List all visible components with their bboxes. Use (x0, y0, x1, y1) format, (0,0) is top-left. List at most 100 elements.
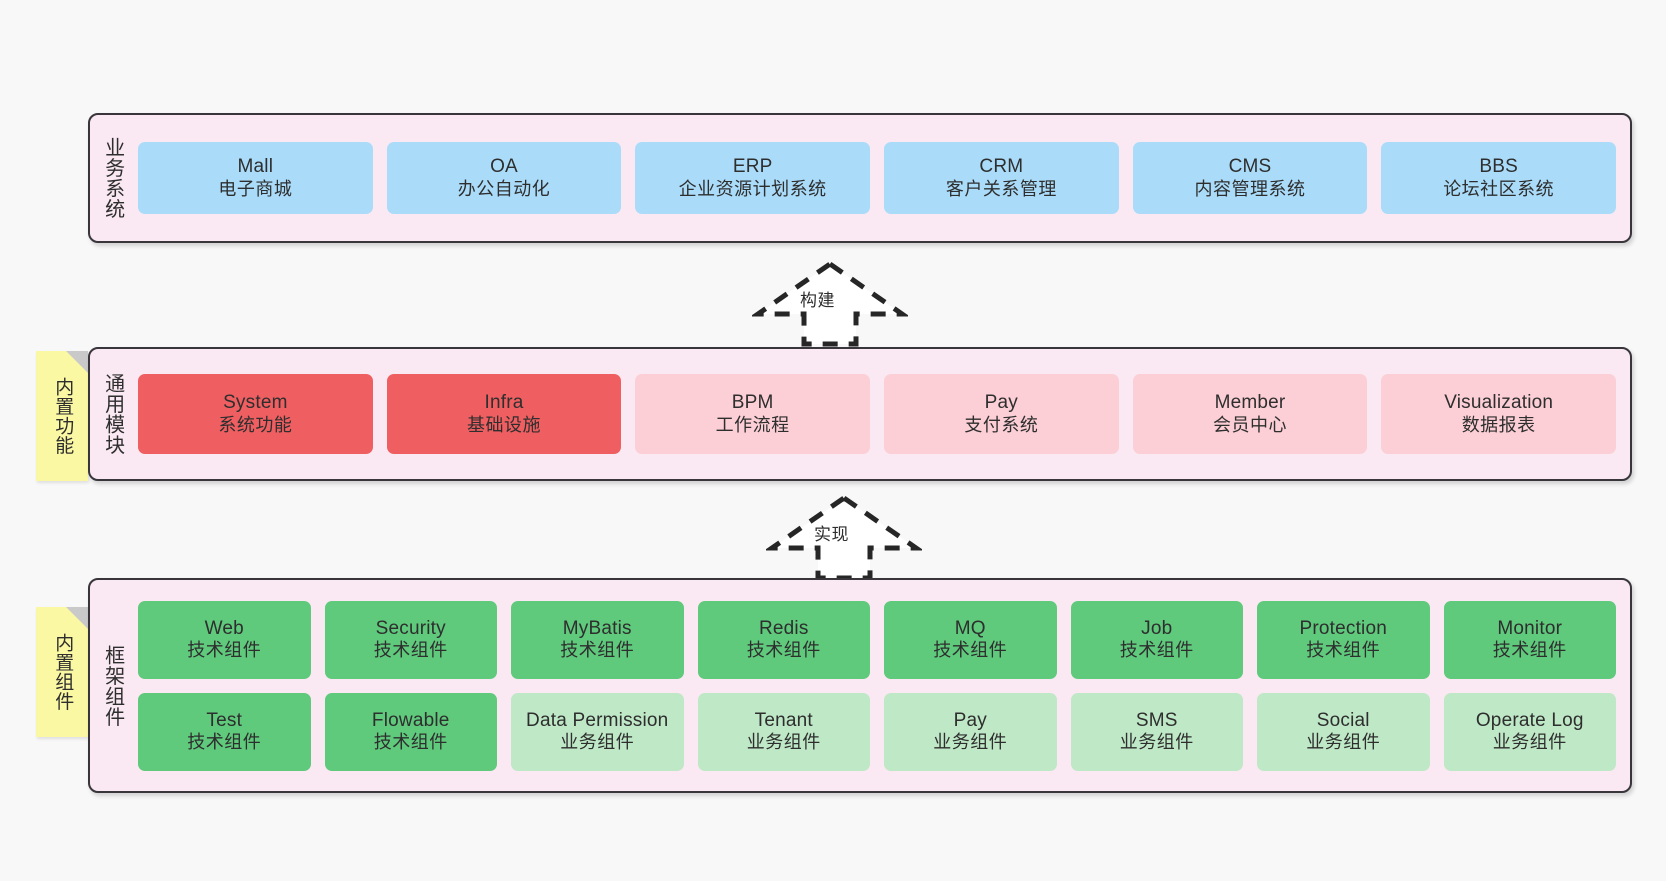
card-title-en: Security (375, 617, 446, 639)
card-title-en: System (223, 392, 288, 414)
card-title-cn: 业务组件 (1306, 732, 1381, 753)
card-title-cn: 数据报表 (1461, 414, 1536, 435)
card-title-en: Monitor (1497, 617, 1563, 639)
card-title-cn: 支付系统 (964, 414, 1039, 435)
card-title-en: SMS (1135, 709, 1178, 731)
card-title-cn: 技术组件 (560, 640, 635, 661)
card-title-en: Tenant (754, 709, 813, 731)
card-title-en: Web (204, 617, 244, 639)
card-title-cn: 企业资源计划系统 (678, 178, 827, 199)
build-arrow-label: 构建 (800, 291, 835, 310)
card-title-cn: 技术组件 (373, 732, 448, 753)
card-title-cn: 电子商城 (218, 178, 293, 199)
card-title-en: Test (206, 709, 243, 731)
card-title-en: MQ (954, 617, 986, 639)
card-title-cn: 会员中心 (1213, 414, 1288, 435)
builtin-function-sticky-note: 内置功能 (36, 351, 88, 481)
card-title-en: Member (1214, 392, 1286, 414)
card-title-cn: 工作流程 (715, 414, 790, 435)
sticky-fold-corner-icon (66, 607, 88, 629)
business-system-title: 业务系统 (101, 137, 124, 219)
card-title-en: Infra (484, 392, 524, 414)
card-title-en: Visualization (1444, 392, 1554, 414)
card-title-cn: 技术组件 (746, 640, 821, 661)
builtin-component-sticky-note: 内置组件 (36, 607, 88, 737)
implement-arrow-label: 实现 (814, 525, 849, 544)
card-title-en: Mall (237, 156, 274, 178)
common-module-title: 通用模块 (101, 373, 124, 455)
card-title-cn: 技术组件 (933, 640, 1008, 661)
card-title-cn: 技术组件 (1492, 640, 1567, 661)
card-title-cn: 业务组件 (933, 732, 1008, 753)
card-title-en: Social (1316, 709, 1370, 731)
card-title-en: MyBatis (562, 617, 632, 639)
card-title-en: Operate Log (1475, 709, 1584, 731)
card-title-cn: 系统功能 (218, 414, 293, 435)
card-title-cn: 业务组件 (1492, 732, 1567, 753)
card-title-en: Data Permission (526, 709, 669, 731)
card-title-en: Flowable (371, 709, 450, 731)
card-title-en: Job (1141, 617, 1173, 639)
card-title-cn: 技术组件 (187, 640, 262, 661)
card-title-cn: 基础设施 (467, 414, 541, 435)
card-title-en: BBS (1479, 156, 1518, 178)
card-title-cn: 内容管理系统 (1194, 178, 1306, 199)
card-title-cn: 办公自动化 (457, 178, 551, 199)
card-title-en: CRM (979, 156, 1024, 178)
card-title-cn: 客户关系管理 (945, 178, 1057, 199)
card-title-en: CMS (1228, 156, 1272, 178)
card-title-en: Redis (758, 617, 809, 639)
card-title-en: ERP (732, 156, 773, 178)
build-arrow: 构建 (752, 258, 908, 350)
card-title-cn: 业务组件 (1119, 732, 1194, 753)
card-title-cn: 技术组件 (373, 640, 448, 661)
card-title-en: BPM (731, 392, 774, 414)
card-title-cn: 业务组件 (560, 732, 635, 753)
card-title-cn: 技术组件 (1306, 640, 1381, 661)
sticky-fold-corner-icon (66, 351, 88, 373)
card-title-cn: 技术组件 (1119, 640, 1194, 661)
card-title-cn: 业务组件 (746, 732, 821, 753)
framework-component-title: 框架组件 (101, 644, 124, 727)
card-title-cn: 论坛社区系统 (1443, 178, 1555, 199)
card-title-en: Pay (953, 709, 987, 731)
card-title-en: Pay (984, 392, 1019, 414)
builtin-function-sticky-label: 内置功能 (52, 377, 74, 455)
